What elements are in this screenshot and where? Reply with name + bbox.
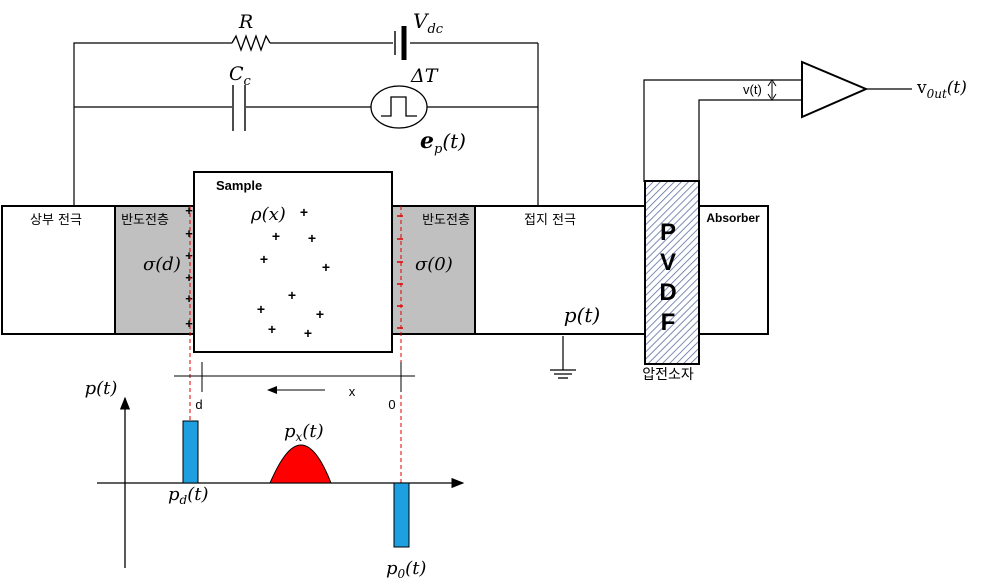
dashed-guides: [189, 206, 402, 486]
svg-text:+: +: [185, 316, 193, 331]
surface-charge-0-label: σ(0): [415, 254, 453, 275]
capacitor-label: Cc: [229, 63, 252, 89]
peak-x-label: px(t): [284, 421, 324, 444]
ground-icon: [550, 369, 576, 379]
svg-text:+: +: [308, 230, 316, 246]
svg-text:+: +: [185, 248, 193, 263]
space-charges: + + + + + + + + + +: [257, 204, 330, 341]
svg-text:+: +: [260, 251, 268, 267]
position-zero-label: 0: [388, 397, 395, 412]
position-x-label: x: [349, 384, 356, 399]
amplifier-symbol: [801, 60, 869, 119]
top-electrode-box: [1, 205, 116, 335]
circuit-wires: [73, 42, 912, 370]
svg-text:+: +: [322, 259, 330, 275]
svg-text:+: +: [185, 291, 193, 306]
pulse-width-label: ΔT: [410, 65, 439, 87]
peak-0-label: p0(t): [386, 558, 426, 581]
pvdf-caption: 압전소자: [642, 367, 694, 383]
absorber-label: Absorber: [706, 211, 760, 225]
right-semiconductive-label: 반도전층: [422, 213, 470, 228]
top-electrode-label: 상부 전극: [30, 213, 82, 228]
dc-source-label: Vdc: [413, 9, 444, 37]
svg-text:+: +: [257, 301, 265, 317]
pvdf-letters: P V D F: [659, 219, 676, 336]
svg-text:+: +: [272, 228, 280, 244]
svg-text:D: D: [659, 279, 676, 306]
pulse-generator-symbol: [370, 85, 428, 129]
position-d-label: d: [195, 397, 202, 412]
svg-text:V: V: [660, 249, 676, 276]
sample-box: [193, 171, 393, 353]
svg-text:+: +: [185, 270, 193, 285]
dc-source-symbol: [394, 26, 407, 60]
svg-text:+: +: [316, 306, 324, 322]
svg-text:+: +: [185, 226, 193, 241]
output-voltage-label: v0ut(t): [916, 78, 967, 101]
charge-density-label: ρ(x): [250, 204, 286, 225]
pressure-wave-label: p(t): [564, 303, 600, 327]
svg-text:+: +: [288, 287, 296, 303]
svg-text:+: +: [268, 321, 276, 337]
voltage-arrow: [767, 79, 777, 101]
pulse-signal-label: ep(t): [420, 128, 466, 157]
ground-electrode-label: 접지 전극: [524, 213, 576, 228]
plot-y-label: p(t): [85, 378, 118, 399]
surface-charge-d-label: σ(d): [143, 254, 181, 275]
right-interface-charges: [397, 215, 403, 329]
left-interface-charges: + + + + + +: [185, 203, 193, 331]
right-semiconductive-layer: [391, 205, 476, 335]
peak-x-shape: [269, 444, 332, 484]
sample-label: Sample: [216, 178, 262, 193]
peak-d-bar: [182, 420, 199, 484]
svg-text:F: F: [661, 309, 676, 336]
svg-text:+: +: [304, 325, 312, 341]
capacitor-symbol: [232, 85, 246, 131]
resistor-label: R: [238, 11, 253, 33]
absorber-box: [698, 205, 769, 335]
position-axis: [174, 362, 415, 394]
svg-text:P: P: [660, 219, 676, 246]
peak-0-bar: [393, 482, 410, 548]
svg-text:+: +: [185, 203, 193, 218]
peak-d-label: pd(t): [168, 484, 209, 507]
resistor-symbol: [231, 34, 271, 52]
left-semiconductive-label: 반도전층: [121, 213, 169, 228]
input-voltage-label: v(t): [743, 82, 762, 97]
svg-text:+: +: [300, 204, 308, 220]
